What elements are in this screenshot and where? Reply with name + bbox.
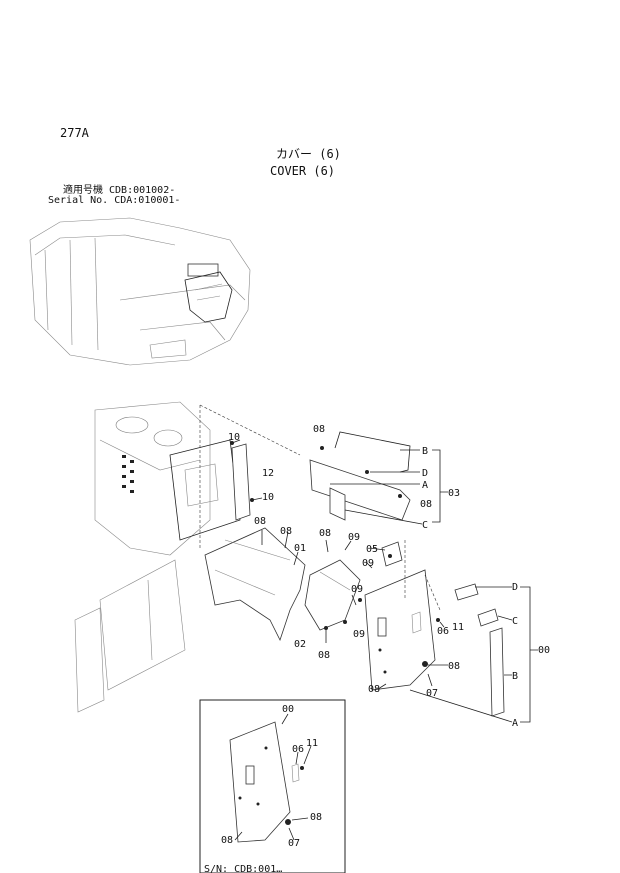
hydraulic-tank-illustration [94, 401, 241, 556]
label-part-08: 08 [420, 499, 432, 510]
label-ref-a: A [512, 718, 518, 729]
part-03-frame [309, 431, 411, 521]
label-ref-a: A [422, 480, 428, 491]
label-part-08: 08 [319, 528, 331, 539]
label-part-08: 08 [448, 661, 460, 672]
label-ref-c: C [512, 616, 518, 627]
title-english: COVER (6) [270, 164, 336, 178]
label-part-11: 11 [452, 622, 464, 633]
label-part-07: 07 [426, 688, 438, 699]
machine-overview-illustration [29, 217, 251, 366]
serial-applicable-label: 適用号機 CDB:001002- [63, 185, 176, 196]
part-01-cover [204, 527, 306, 642]
label-ref-c: C [422, 520, 428, 531]
title-japanese: カバー (6) [276, 147, 341, 161]
label-part-09: 09 [362, 558, 374, 569]
serial-number-label: Serial No. CDA:010001- [48, 195, 181, 206]
label-part-08: 08 [318, 650, 330, 661]
inset-label-part-06: 06 [292, 744, 304, 755]
label-part-10: 10 [228, 432, 240, 443]
label-part-12: 12 [262, 468, 274, 479]
label-part-08: 08 [254, 516, 266, 527]
part-12-strip [230, 441, 254, 521]
inset-label-part-08: 08 [221, 835, 233, 846]
inset-detail: 00 06 11 08 07 08 S/N: CDB:001… [199, 699, 346, 873]
inset-caption: S/N: CDB:001… [204, 864, 282, 873]
page-number: 277A [60, 126, 89, 140]
label-part-06: 06 [437, 626, 449, 637]
leader-lines [231, 439, 538, 723]
guide-line [424, 574, 441, 611]
label-part-10: 10 [262, 492, 274, 503]
label-part-08: 08 [313, 424, 325, 435]
label-part-00: 00 [538, 645, 550, 656]
label-ref-d: D [422, 468, 428, 479]
inset-label-part-00: 00 [282, 704, 294, 715]
label-part-02: 02 [294, 639, 306, 650]
label-part-01: 01 [294, 543, 306, 554]
label-part-05: 05 [366, 544, 378, 555]
inset-label-part-11: 11 [306, 738, 318, 749]
part-05-bracket [343, 541, 403, 624]
part-00-panel [364, 569, 440, 691]
guide-line [199, 404, 301, 456]
part-02-bracket [304, 559, 361, 631]
label-part-08: 08 [280, 526, 292, 537]
seal-parts [454, 583, 505, 717]
inset-label-part-08: 08 [310, 812, 322, 823]
label-part-03: 03 [448, 488, 460, 499]
label-part-09: 09 [351, 584, 363, 595]
label-part-08: 08 [368, 684, 380, 695]
label-part-09: 09 [348, 532, 360, 543]
label-ref-d: D [512, 582, 518, 593]
inset-label-part-07: 07 [288, 838, 300, 849]
label-ref-b: B [422, 446, 428, 457]
label-ref-b: B [512, 671, 518, 682]
left-door-panel [74, 559, 186, 713]
label-part-09: 09 [353, 629, 365, 640]
